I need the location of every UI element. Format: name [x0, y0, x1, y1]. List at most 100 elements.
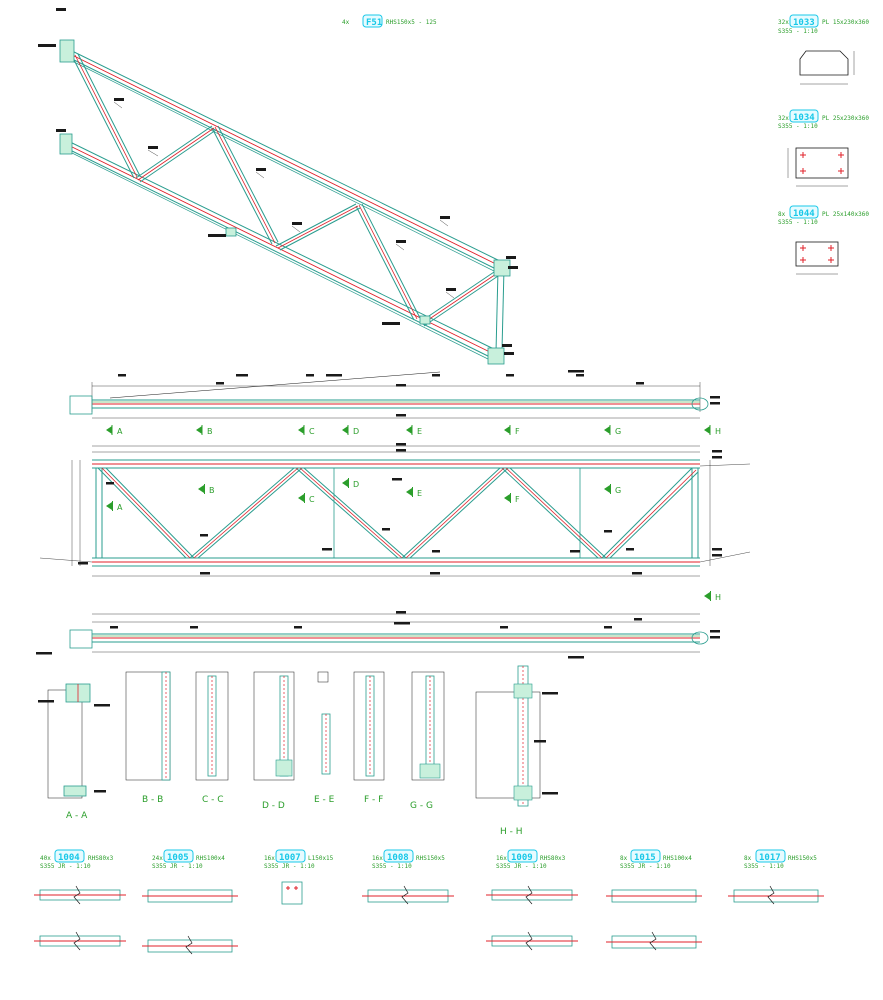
part-details-row: 40x 1004 RHS80x3 S355 JR - 1:10 24x 1005…	[34, 849, 824, 955]
svg-text:D: D	[353, 480, 359, 489]
svg-text:A: A	[117, 503, 123, 512]
svg-text:D: D	[353, 427, 359, 436]
svg-text:S355 JR - 1:10: S355 JR - 1:10	[40, 863, 91, 870]
part-mark: 1004	[58, 853, 80, 863]
svg-text:S355 - 1:10: S355 - 1:10	[744, 863, 784, 870]
plate-desc: PL 25x230x360	[822, 115, 869, 122]
plate-mark-box	[789, 205, 819, 219]
svg-text:RHS80x3: RHS80x3	[88, 855, 114, 862]
section-marker-D: D	[342, 425, 359, 436]
part-mark: 1007	[279, 853, 301, 863]
svg-text:G: G	[615, 486, 621, 495]
section-view-g: G - G	[410, 671, 445, 811]
svg-text:E: E	[417, 489, 422, 498]
part-mark: 1008	[387, 853, 409, 863]
svg-text:H - H: H - H	[500, 827, 523, 837]
plate-mark: 1044	[793, 209, 815, 219]
assembly-profile: RHS150x5 - 125	[386, 19, 437, 26]
svg-text:C: C	[309, 495, 315, 504]
section-marker-C: C	[298, 425, 315, 436]
svg-text:RHS100x4: RHS100x4	[196, 855, 225, 862]
plate-mark: 1034	[793, 113, 815, 123]
elevation-section-letters: B A C D E F G H	[117, 480, 721, 602]
svg-text:F: F	[515, 495, 520, 504]
svg-text:B - B: B - B	[142, 795, 163, 805]
assembly-mark-header: 4x F51 RHS150x5 - 125	[342, 14, 437, 28]
iso-callout-tags	[38, 8, 518, 355]
part-detail-1008: 16x 1008 RHS150x5 S355 - 1:10	[362, 849, 454, 905]
svg-text:24x: 24x	[152, 855, 163, 862]
svg-text:A: A	[117, 427, 123, 436]
section-view-c: C - C	[195, 671, 229, 805]
svg-text:G - G: G - G	[410, 801, 433, 811]
svg-text:F: F	[515, 427, 520, 436]
isometric-truss-view	[38, 8, 518, 365]
plate-desc: PL 25x140x360	[822, 211, 869, 218]
svg-text:E - E: E - E	[314, 795, 335, 805]
plate-qty: 32x	[778, 115, 789, 122]
elevation-diagonal-centerlines	[101, 467, 697, 559]
section-view-a: A - A	[38, 683, 110, 821]
svg-text:S355 JR - 1:10: S355 JR - 1:10	[152, 863, 203, 870]
svg-text:RHS100x4: RHS100x4	[663, 855, 692, 862]
svg-text:G: G	[615, 427, 621, 436]
assembly-mark-box	[362, 14, 383, 28]
svg-text:16x: 16x	[264, 855, 275, 862]
part-mark: 1009	[511, 853, 533, 863]
section-views: A - A B - B C - C D - D E - E	[38, 665, 558, 837]
svg-text:8x: 8x	[744, 855, 752, 862]
section-marker-E: E	[406, 425, 422, 436]
svg-text:RHS80x3: RHS80x3	[540, 855, 566, 862]
svg-text:F - F: F - F	[364, 795, 383, 805]
svg-text:S355 - 1:10: S355 - 1:10	[372, 863, 412, 870]
iso-top-chord	[65, 47, 507, 275]
part-detail-1007: 16x 1007 L150x15 S355 JR - 1:10	[264, 849, 334, 905]
section-marker-F: F	[504, 425, 520, 436]
svg-text:40x: 40x	[40, 855, 51, 862]
section-marker-B: B	[196, 425, 213, 436]
iso-web-members	[71, 53, 505, 353]
section-marker-A: A	[106, 425, 123, 436]
svg-text:8x: 8x	[620, 855, 628, 862]
elevation-section-markers	[106, 478, 711, 601]
plate-scale: S355 - 1:10	[778, 123, 818, 130]
plate-mark-box	[789, 14, 819, 28]
part-detail-1017: 8x 1017 RHS150x5 S355 - 1:10	[728, 849, 824, 905]
svg-text:RHS150x5: RHS150x5	[788, 855, 817, 862]
plate-qty: 8x	[778, 211, 786, 218]
iso-callouts	[113, 101, 455, 299]
elevation-diagonals	[97, 467, 699, 559]
part-detail-1005: 24x 1005 RHS100x4 S355 JR - 1:10	[142, 849, 238, 955]
plan-view-top	[69, 370, 720, 419]
svg-text:B: B	[209, 486, 215, 495]
part-mark: 1017	[759, 853, 781, 863]
section-view-h: H - H	[475, 665, 558, 837]
section-marker-G: G	[604, 425, 621, 436]
section-view-b: B - B	[125, 671, 171, 805]
svg-text:RHS150x5: RHS150x5	[416, 855, 445, 862]
section-view-e: E - E	[314, 671, 335, 805]
plate-mark: 1033	[793, 18, 815, 28]
plate-scale: S355 - 1:10	[778, 219, 818, 226]
iso-end-plates	[59, 39, 511, 365]
svg-text:S355 JR - 1:10: S355 JR - 1:10	[496, 863, 547, 870]
part-detail-1015: 8x 1015 RHS100x4 S355 JR - 1:10	[606, 849, 702, 951]
part-mark: 1005	[167, 853, 189, 863]
part-mark: 1015	[634, 853, 656, 863]
section-marker-H: H	[704, 425, 721, 436]
svg-text:L150x15: L150x15	[308, 855, 334, 862]
plate-detail-1033: 32x 1033 PL 15x230x360 S355 - 1:10	[778, 14, 869, 85]
svg-text:H: H	[715, 593, 721, 602]
section-view-f: F - F	[353, 671, 385, 805]
assembly-mark: F51	[366, 18, 382, 28]
svg-text:16x: 16x	[496, 855, 507, 862]
svg-text:16x: 16x	[372, 855, 383, 862]
svg-text:D - D: D - D	[262, 801, 285, 811]
svg-text:A - A: A - A	[66, 811, 88, 821]
svg-text:C - C: C - C	[202, 795, 224, 805]
svg-text:S355 JR - 1:10: S355 JR - 1:10	[620, 863, 671, 870]
svg-text:C: C	[309, 427, 315, 436]
svg-text:E: E	[417, 427, 422, 436]
svg-text:H: H	[715, 427, 721, 436]
plate-desc: PL 15x230x360	[822, 19, 869, 26]
